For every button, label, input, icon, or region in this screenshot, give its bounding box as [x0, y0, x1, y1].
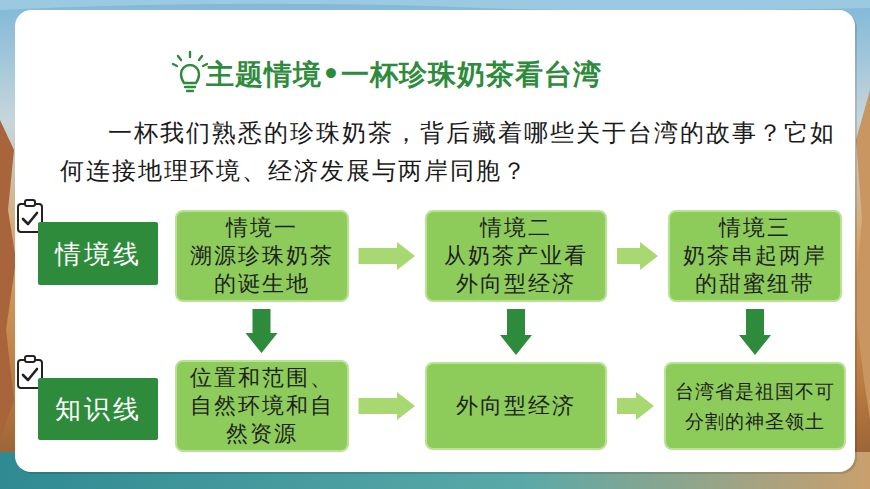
- bulb-ray: [189, 52, 191, 57]
- clipboard-clip: [25, 200, 35, 206]
- box-heading: 情境二: [480, 214, 552, 242]
- process-box: 位置和范围、 自然环境和自 然资源: [175, 360, 349, 452]
- intro-paragraph: 一杯我们熟悉的珍珠奶茶，背后藏着哪些关于台湾的故事？它如何连接地理环境、经济发展…: [60, 114, 852, 190]
- process-box: 情境一溯源珍珠奶茶 的诞生地: [175, 210, 349, 302]
- box-text: 位置和范围、 自然环境和自 然资源: [185, 364, 339, 448]
- box-text: 情境线: [55, 238, 142, 270]
- block-arrow: [359, 242, 416, 270]
- line-tag: 知识线: [38, 378, 158, 440]
- block-arrow: [617, 392, 654, 420]
- box-heading: 情境三: [719, 214, 791, 242]
- check-mark: [23, 213, 37, 224]
- box-heading: 情境一: [226, 214, 298, 242]
- block-arrow: [617, 242, 658, 270]
- bulb-base: [187, 90, 193, 92]
- check-mark: [23, 369, 37, 380]
- block-arrow: [739, 309, 771, 355]
- slide-title: 主题情境•一杯珍珠奶茶看台湾: [206, 56, 602, 94]
- lightbulb-icon: [173, 52, 207, 91]
- box-text: 台湾省是祖国不可 分割的神圣领土: [671, 376, 839, 436]
- process-box: 外向型经济: [425, 362, 607, 450]
- box-text: 外向型经济: [456, 392, 576, 420]
- bulb-base: [185, 86, 195, 88]
- process-box: 情境二从奶茶产业看 外向型经济: [425, 210, 607, 302]
- line-tag: 情境线: [38, 222, 158, 285]
- bulb-ray: [173, 64, 177, 66]
- block-arrow: [359, 392, 416, 420]
- process-box: 台湾省是祖国不可 分割的神圣领土: [664, 362, 846, 450]
- content-panel: [15, 10, 855, 472]
- box-text: 溯源珍珠奶茶 的诞生地: [185, 242, 339, 298]
- block-arrow: [246, 309, 278, 353]
- box-text: 知识线: [55, 393, 142, 425]
- box-text: 奶茶串起两岸 的甜蜜纽带: [678, 242, 832, 298]
- rock-left: [0, 120, 16, 440]
- process-box: 情境三奶茶串起两岸 的甜蜜纽带: [668, 210, 842, 302]
- bulb-glass: [181, 65, 199, 83]
- bulb-ray: [199, 56, 202, 60]
- bulb-ray: [178, 56, 181, 60]
- box-text: 从奶茶产业看 外向型经济: [439, 242, 593, 298]
- block-arrow: [500, 309, 532, 355]
- clipboard-clip: [25, 356, 35, 362]
- sky-top: [0, 0, 870, 11]
